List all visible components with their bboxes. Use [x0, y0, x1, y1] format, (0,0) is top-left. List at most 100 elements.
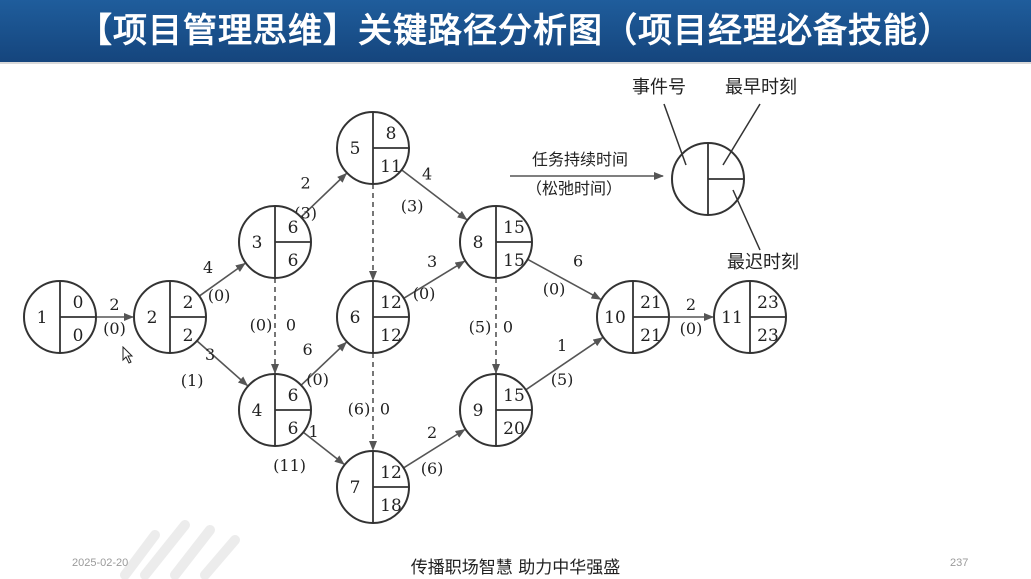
edge-7-9	[403, 428, 466, 469]
edge-2-4	[196, 340, 249, 387]
node-earliest-time: 21	[640, 293, 662, 313]
node-event-number: 7	[350, 478, 361, 498]
node-earliest-time: 8	[386, 124, 397, 144]
edge-slack-7-9: (6)	[421, 459, 444, 478]
node-event-number: 8	[473, 233, 484, 253]
node-earliest-time: 6	[288, 218, 299, 238]
edge-duration-6-7: 0	[380, 400, 390, 419]
edge-5-8	[401, 169, 468, 221]
edge-slack-8-10: (0)	[543, 279, 566, 298]
edge-duration-3-4: 0	[286, 316, 296, 335]
node-earliest-time: 15	[503, 218, 525, 238]
edges-layer: 2(0)4(0)3(1)2(3)0(0)6(0)1(11)4(3)3(0)0(6…	[96, 165, 714, 478]
legend-pointer-latest	[732, 189, 761, 251]
edge-3-5	[300, 172, 348, 218]
edge-slack-4-7: (11)	[273, 456, 306, 475]
node-latest-time: 23	[757, 326, 779, 346]
node-earliest-time: 23	[757, 293, 779, 313]
node-4: 4 6 6	[238, 373, 312, 447]
edge-slack-9-10: (5)	[551, 370, 574, 389]
edge-duration-6-8: 3	[427, 252, 437, 271]
edge-9-10	[525, 337, 604, 391]
node-latest-time: 20	[503, 419, 525, 439]
critical-path-diagram: 2(0)4(0)3(1)2(3)0(0)6(0)1(11)4(3)3(0)0(6…	[23, 77, 799, 524]
legend-event-number: 事件号	[632, 77, 686, 98]
node-event-number: 6	[350, 308, 361, 328]
title-divider	[0, 62, 1031, 64]
node-latest-time: 18	[380, 496, 402, 516]
slide-title: 【项目管理思维】关键路径分析图（项目经理必备技能）	[78, 11, 953, 51]
node-event-number: 3	[252, 233, 263, 253]
edge-duration-10-11: 2	[686, 295, 696, 314]
legend-pointer-event	[663, 103, 687, 166]
node-latest-time: 12	[380, 326, 402, 346]
node-latest-time: 6	[288, 419, 299, 439]
edge-duration-4-6: 6	[303, 340, 313, 359]
node-event-number: 9	[473, 401, 484, 421]
node-6: 6 12 12	[336, 280, 410, 354]
page-number: 237	[950, 557, 969, 569]
node-latest-time: 2	[183, 326, 194, 346]
edge-slack-2-3: (0)	[208, 286, 231, 305]
legend-slack: （松弛时间）	[526, 179, 622, 198]
watermark	[120, 520, 240, 579]
edge-4-6	[300, 341, 347, 386]
node-5: 5 8 11	[336, 111, 410, 185]
edge-duration-4-7: 1	[309, 422, 319, 441]
edge-slack-3-4: (0)	[250, 316, 273, 335]
node-event-number: 5	[350, 139, 361, 159]
node-1: 1 0 0	[23, 280, 97, 354]
node-8: 8 15 15	[459, 205, 533, 279]
node-latest-time: 11	[380, 157, 402, 177]
node-latest-time: 6	[288, 251, 299, 271]
node-latest-time: 21	[640, 326, 662, 346]
edge-duration-5-8: 4	[422, 165, 432, 184]
edge-slack-5-8: (3)	[401, 197, 424, 216]
edge-duration-2-4: 3	[205, 345, 215, 364]
node-earliest-time: 0	[73, 293, 84, 313]
footer-slogan: 传播职场智慧 助力中华强盛	[410, 558, 621, 578]
node-earliest-time: 6	[288, 386, 299, 406]
edge-slack-6-7: (6)	[348, 400, 371, 419]
node-latest-time: 15	[503, 251, 525, 271]
edge-duration-1-2: 2	[109, 295, 119, 314]
node-event-number: 4	[252, 401, 263, 421]
edge-duration-2-3: 4	[203, 258, 213, 277]
node-7: 7 12 18	[336, 450, 410, 524]
legend-earliest-time: 最早时刻	[725, 77, 797, 98]
node-3: 3 6 6	[238, 205, 312, 279]
edge-4-7	[302, 431, 345, 465]
node-event-number: 10	[604, 308, 626, 328]
legend-pointer-earliest	[722, 103, 761, 166]
node-earliest-time: 12	[380, 463, 402, 483]
edge-8-10	[527, 258, 602, 300]
edge-duration-8-10: 6	[573, 251, 583, 270]
node-earliest-time: 12	[380, 293, 402, 313]
footer-date: 2025-02-20	[72, 557, 129, 569]
edge-duration-7-9: 2	[427, 423, 437, 442]
node-earliest-time: 2	[183, 293, 194, 313]
edge-slack-2-4: (1)	[181, 371, 204, 390]
legend-duration: 任务持续时间	[532, 150, 628, 169]
node-event-number: 1	[37, 308, 48, 328]
edge-slack-1-2: (0)	[103, 319, 126, 338]
legend-latest-time: 最迟时刻	[727, 252, 799, 273]
node-9: 9 15 20	[459, 373, 533, 447]
edge-slack-4-6: (0)	[306, 370, 329, 389]
edge-slack-8-9: (5)	[469, 318, 492, 337]
node-latest-time: 0	[73, 326, 84, 346]
edge-slack-10-11: (0)	[680, 319, 703, 338]
node-event-number: 11	[721, 308, 743, 328]
node-earliest-time: 15	[503, 386, 525, 406]
node-11: 11 23 23	[713, 280, 787, 354]
title-bar	[0, 0, 1031, 62]
edge-2-3	[198, 262, 246, 297]
node-2: 2 2 2	[133, 280, 207, 354]
edge-duration-3-5: 2	[301, 173, 311, 192]
node-10: 10 21 21	[596, 280, 670, 354]
mouse-cursor-icon	[122, 346, 134, 364]
edge-duration-9-10: 1	[557, 336, 567, 355]
edge-duration-8-9: 0	[503, 318, 513, 337]
node-event-number: 2	[147, 308, 158, 328]
edge-6-8	[403, 260, 466, 299]
